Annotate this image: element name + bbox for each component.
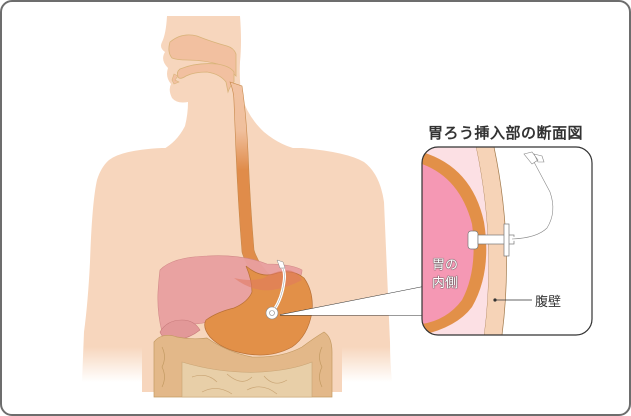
stomach-inner-label: 胃の 内側	[432, 257, 458, 293]
cross-section-inset	[422, 147, 592, 335]
nasal-oral-cavity	[168, 34, 237, 94]
diagram-title: 胃ろう挿入部の断面図	[428, 124, 584, 142]
stomach-inner-label-line2: 内側	[432, 276, 459, 291]
abdominal-wall-label: 腹壁	[535, 295, 562, 310]
intestines	[153, 331, 333, 398]
gastrostomy-tube-small	[265, 259, 286, 320]
stomach-inner-label-line1: 胃の	[432, 258, 459, 273]
